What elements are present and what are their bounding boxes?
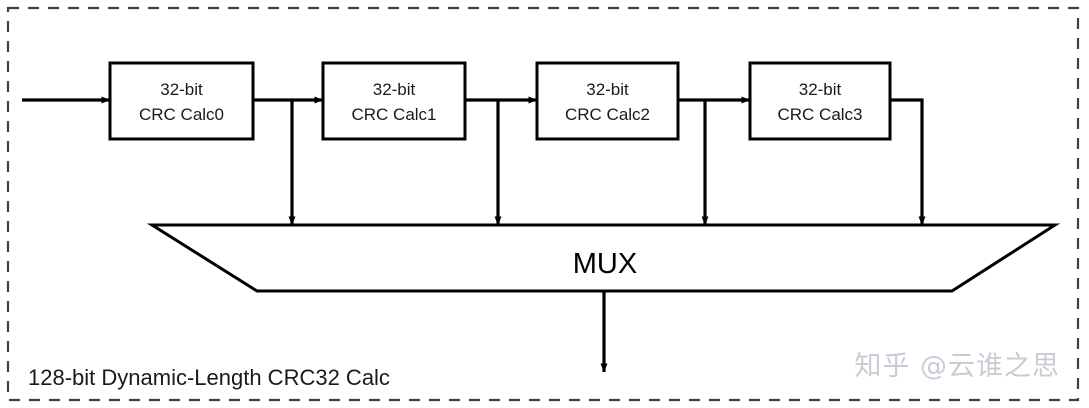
crc-block-1[interactable] bbox=[321, 61, 467, 141]
crc-block-0-line1: 32-bit bbox=[160, 80, 203, 99]
crc-block-3[interactable] bbox=[748, 61, 892, 141]
watermark: 知乎 @云谁之思 bbox=[854, 351, 1060, 382]
crc-block-1-line2: CRC Calc1 bbox=[351, 105, 436, 124]
mux-label: MUX bbox=[573, 248, 637, 280]
crc-block-2-line1: 32-bit bbox=[586, 80, 629, 99]
mux-block[interactable] bbox=[146, 223, 1061, 293]
crc-block-1-line1: 32-bit bbox=[373, 80, 416, 99]
module-caption: 128-bit Dynamic-Length CRC32 Calc bbox=[28, 365, 390, 390]
tap-arrow-3 bbox=[890, 98, 926, 226]
crc-block-3-line2: CRC Calc3 bbox=[777, 105, 862, 124]
crc-block-2[interactable] bbox=[535, 61, 680, 141]
crc-block-0[interactable] bbox=[108, 61, 255, 141]
crc-block-2-line2: CRC Calc2 bbox=[565, 105, 650, 124]
crc-block-3-line1: 32-bit bbox=[799, 80, 842, 99]
module-boundary bbox=[6, 6, 1080, 402]
crc-block-0-line2: CRC Calc0 bbox=[139, 105, 224, 124]
